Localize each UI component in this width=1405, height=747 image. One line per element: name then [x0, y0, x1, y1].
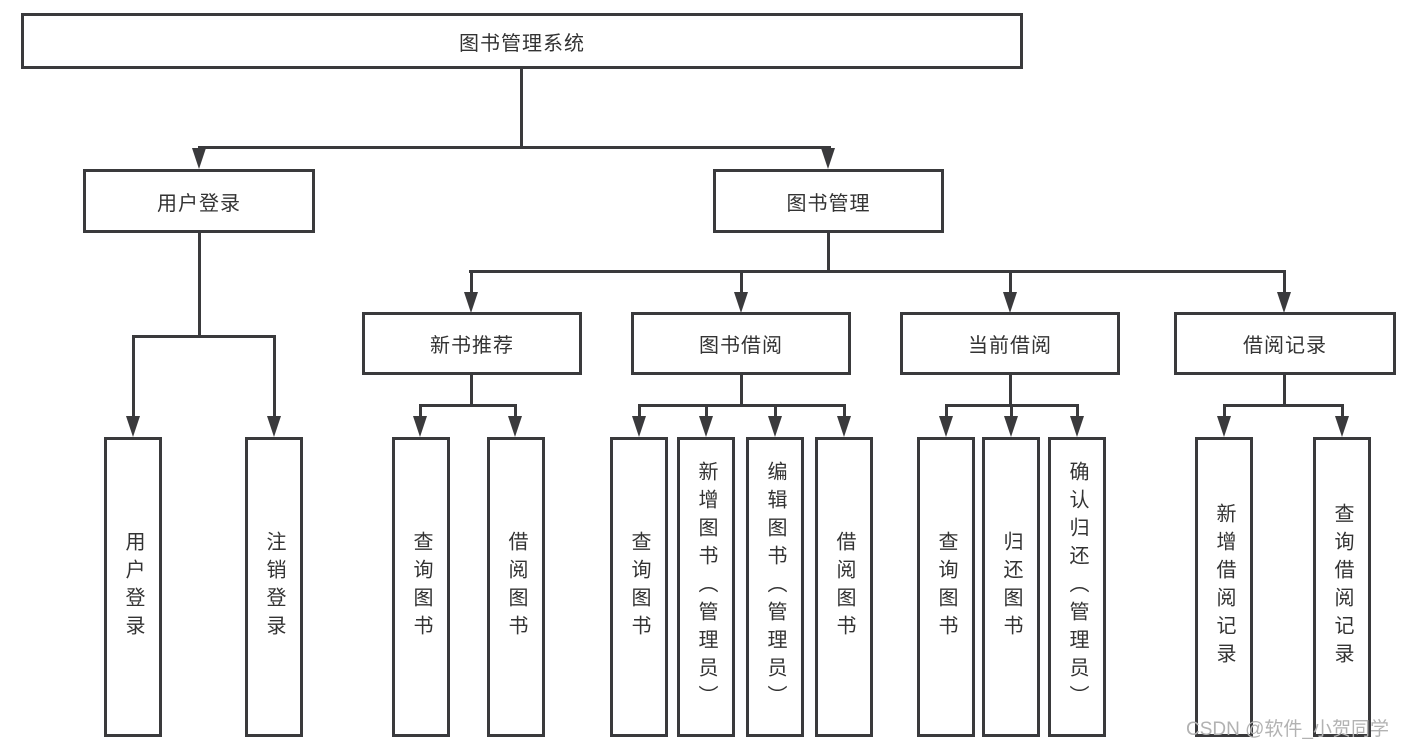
- connector-line: [419, 404, 517, 407]
- leaf-newbooks-borrow-books-label: 借阅图书: [505, 531, 527, 643]
- arrowhead-down-icon: [1004, 416, 1018, 437]
- arrowhead-down-icon: [192, 148, 206, 169]
- node-book-borrow: 图书借阅: [631, 312, 851, 375]
- arrowhead-down-icon: [632, 416, 646, 437]
- leaf-records-add-record: 新增借阅记录: [1195, 437, 1253, 737]
- node-user-login: 用户登录: [83, 169, 315, 233]
- connector-line: [843, 404, 846, 418]
- leaf-borrow-query-books: 查询图书: [610, 437, 668, 737]
- connector-line: [1009, 270, 1012, 294]
- leaf-user-login: 用户登录: [104, 437, 162, 737]
- connector-line: [1283, 270, 1286, 294]
- connector-line: [514, 404, 517, 418]
- connector-line: [638, 404, 846, 407]
- leaf-borrow-edit-books-admin: 编辑图书（管理员）: [746, 437, 804, 737]
- leaf-records-query-record-label: 查询借阅记录: [1331, 503, 1353, 671]
- node-root: 图书管理系统: [21, 13, 1023, 69]
- arrowhead-down-icon: [1003, 292, 1017, 313]
- arrowhead-down-icon: [413, 416, 427, 437]
- leaf-borrow-add-books-admin-label: 新增图书（管理员）: [695, 461, 717, 713]
- leaf-current-query-books-label: 查询图书: [935, 531, 957, 643]
- connector-line: [705, 404, 708, 418]
- connector-line: [470, 270, 473, 294]
- connector-line: [1009, 375, 1012, 406]
- connector-line: [774, 404, 777, 418]
- arrowhead-down-icon: [1335, 416, 1349, 437]
- connector-line: [419, 404, 422, 418]
- arrowhead-down-icon: [464, 292, 478, 313]
- arrowhead-down-icon: [699, 416, 713, 437]
- connector-line: [470, 375, 473, 406]
- connector-line: [1223, 404, 1226, 418]
- connector-line: [1010, 404, 1013, 418]
- connector-line: [198, 233, 201, 335]
- leaf-user-login-label: 用户登录: [122, 531, 144, 643]
- connector-line: [1223, 404, 1344, 407]
- node-borrow-records: 借阅记录: [1174, 312, 1396, 375]
- arrowhead-down-icon: [734, 292, 748, 313]
- leaf-logout-label: 注销登录: [263, 531, 285, 643]
- node-borrow-records-label: 借阅记录: [1243, 335, 1327, 357]
- leaf-newbooks-query-books-label: 查询图书: [410, 531, 432, 643]
- arrowhead-down-icon: [1217, 416, 1231, 437]
- leaf-newbooks-borrow-books: 借阅图书: [487, 437, 545, 737]
- connector-line: [132, 335, 135, 417]
- node-current-borrow: 当前借阅: [900, 312, 1120, 375]
- node-user-login-label: 用户登录: [157, 192, 241, 215]
- leaf-current-confirm-return-admin: 确认归还（管理员）: [1048, 437, 1106, 737]
- arrowhead-down-icon: [821, 148, 835, 169]
- node-book-management: 图书管理: [713, 169, 944, 233]
- connector-line: [638, 404, 641, 418]
- connector-line: [1283, 375, 1286, 406]
- connector-line: [273, 335, 276, 417]
- connector-line: [740, 270, 743, 294]
- leaf-borrow-query-books-label: 查询图书: [628, 531, 650, 643]
- csdn-watermark: CSDN @软件_小贺同学: [1186, 719, 1389, 740]
- leaf-current-confirm-return-admin-label: 确认归还（管理员）: [1066, 461, 1088, 713]
- connector-line: [198, 146, 831, 149]
- arrowhead-down-icon: [508, 416, 522, 437]
- node-book-borrow-label: 图书借阅: [699, 335, 783, 357]
- connector-line: [740, 375, 743, 406]
- leaf-current-return-books: 归还图书: [982, 437, 1040, 737]
- leaf-borrow-add-books-admin: 新增图书（管理员）: [677, 437, 735, 737]
- leaf-current-query-books: 查询图书: [917, 437, 975, 737]
- connector-line: [520, 69, 523, 147]
- node-current-borrow-label: 当前借阅: [968, 335, 1052, 357]
- arrowhead-down-icon: [837, 416, 851, 437]
- node-root-label: 图书管理系统: [459, 32, 585, 55]
- leaf-borrow-borrow-books: 借阅图书: [815, 437, 873, 737]
- connector-line: [132, 335, 276, 338]
- leaf-borrow-edit-books-admin-label: 编辑图书（管理员）: [764, 461, 786, 713]
- leaf-records-query-record: 查询借阅记录: [1313, 437, 1371, 737]
- arrowhead-down-icon: [768, 416, 782, 437]
- arrowhead-down-icon: [1070, 416, 1084, 437]
- node-new-book-recommend: 新书推荐: [362, 312, 582, 375]
- connector-line: [1341, 404, 1344, 418]
- leaf-newbooks-query-books: 查询图书: [392, 437, 450, 737]
- leaf-current-return-books-label: 归还图书: [1000, 531, 1022, 643]
- connector-line: [827, 233, 830, 273]
- connector-line: [1076, 404, 1079, 418]
- connector-line: [945, 404, 948, 418]
- node-new-book-recommend-label: 新书推荐: [430, 335, 514, 357]
- arrowhead-down-icon: [267, 416, 281, 437]
- arrowhead-down-icon: [939, 416, 953, 437]
- connector-line: [469, 270, 1286, 273]
- leaf-borrow-borrow-books-label: 借阅图书: [833, 531, 855, 643]
- arrowhead-down-icon: [126, 416, 140, 437]
- leaf-records-add-record-label: 新增借阅记录: [1213, 503, 1235, 671]
- leaf-logout: 注销登录: [245, 437, 303, 737]
- arrowhead-down-icon: [1277, 292, 1291, 313]
- node-book-management-label: 图书管理: [786, 192, 871, 215]
